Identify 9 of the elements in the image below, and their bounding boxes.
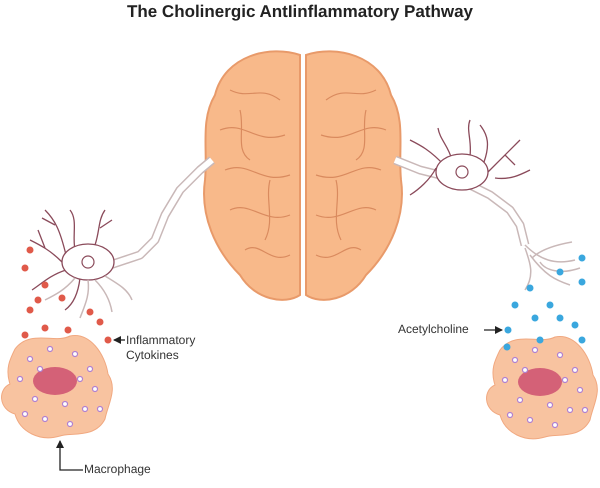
leader-arrow <box>56 440 83 471</box>
cytokine-dot <box>103 335 113 345</box>
leader-arrow <box>113 336 125 344</box>
title: The Cholinergic AntIinflammatory Pathway <box>126 2 474 22</box>
callout-label: Inflammatory Cytokines <box>126 333 236 365</box>
callout-label: Macrophage <box>84 462 174 478</box>
leader-arrow <box>484 326 503 334</box>
callout-label: Acetylcholine <box>398 322 483 338</box>
acetylcholine-dot <box>503 325 513 335</box>
